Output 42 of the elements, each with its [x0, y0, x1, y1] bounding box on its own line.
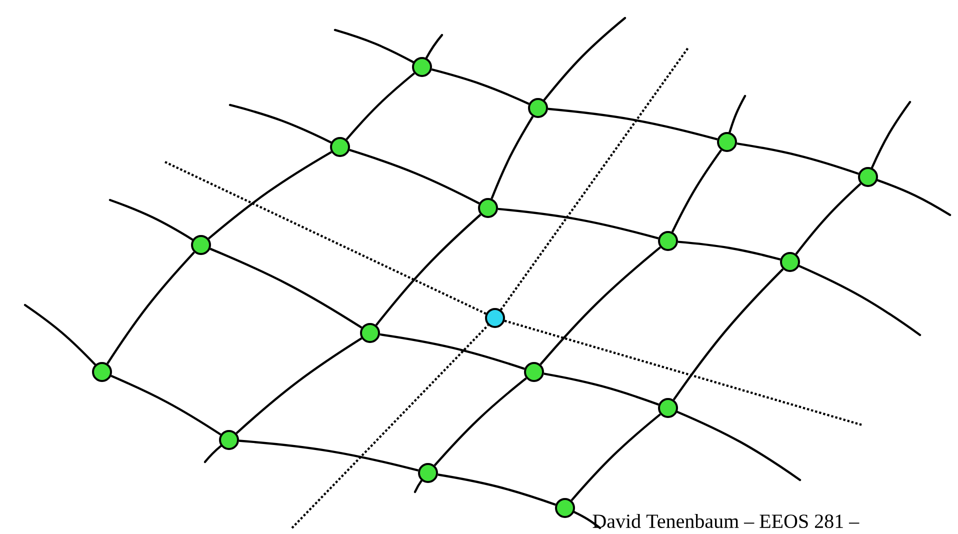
grid-line	[210, 248, 362, 329]
grid-line	[346, 72, 415, 140]
grid-node	[412, 57, 432, 77]
grid-line	[236, 337, 362, 434]
grid-node	[330, 136, 350, 157]
grid-line	[736, 142, 859, 175]
grid-node	[528, 98, 548, 118]
grid-node	[92, 362, 112, 382]
grid-line	[548, 108, 718, 140]
grid-node	[418, 462, 438, 483]
grid-node	[478, 198, 498, 218]
grid-line	[375, 214, 482, 326]
grid-line	[349, 148, 480, 204]
grid-line	[208, 151, 332, 240]
grid-line	[544, 372, 659, 406]
grid-line	[238, 440, 419, 472]
grid-line	[431, 68, 530, 105]
grid-line	[570, 413, 661, 502]
grid-node	[858, 167, 878, 187]
point-marker	[485, 308, 505, 328]
grid-line	[678, 240, 781, 260]
grid-node	[360, 322, 380, 343]
grid-line	[110, 374, 222, 436]
grid-line	[540, 246, 661, 366]
grid-node	[717, 132, 737, 152]
grid-node	[555, 498, 575, 518]
grid-node	[658, 398, 678, 418]
grid-line	[438, 474, 556, 506]
grid-node	[524, 362, 544, 382]
grid-line	[434, 377, 527, 466]
grid-line	[672, 268, 784, 400]
grid-line	[671, 149, 722, 232]
grid-line	[490, 116, 534, 200]
grid-node	[658, 230, 678, 251]
grid-line	[498, 208, 659, 240]
grid-line	[106, 252, 195, 364]
grid-line	[380, 333, 525, 370]
grid-line	[795, 182, 862, 255]
footer-text: David Tenenbaum – EEOS 281 –	[592, 514, 860, 528]
grid-node	[191, 234, 211, 255]
grid-node	[780, 252, 800, 272]
grid-node	[219, 430, 239, 450]
